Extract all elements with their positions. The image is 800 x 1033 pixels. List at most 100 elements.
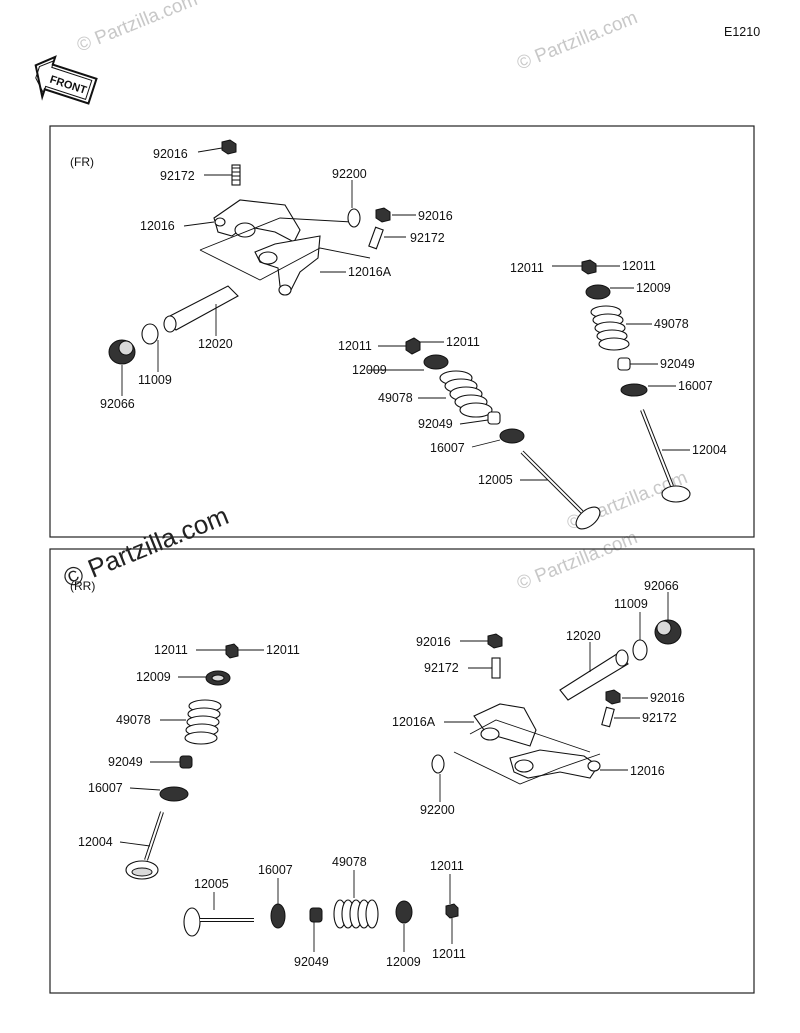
shaft-12020 <box>163 285 239 333</box>
part-label: 49078 <box>378 391 413 405</box>
part-label: 12011 <box>432 947 466 961</box>
section-fr-frame <box>49 125 755 538</box>
part-label: 12016 <box>630 764 665 778</box>
retainer-12009 <box>395 900 413 924</box>
part-label: 12016 <box>140 219 175 233</box>
part-label: 92049 <box>108 755 143 769</box>
part-label: 92016 <box>650 691 685 705</box>
nut-92016 <box>375 207 391 223</box>
retainer-12009 <box>423 354 449 370</box>
plug-92066 <box>108 339 136 365</box>
spring-49078 <box>439 370 493 418</box>
seat-16007 <box>270 903 286 929</box>
cotter-12011 <box>445 903 459 919</box>
part-label: 12011 <box>622 259 656 273</box>
part-label: 11009 <box>138 373 172 387</box>
part-label: 12020 <box>566 629 601 643</box>
part-label: 12016A <box>392 715 436 729</box>
part-label: 12009 <box>136 670 171 684</box>
front-arrow-icon: FRONT <box>34 55 98 105</box>
seat-16007 <box>159 786 189 802</box>
part-label: 92049 <box>418 417 453 431</box>
leader-lines-fr <box>121 147 690 481</box>
part-label: 92066 <box>644 579 679 593</box>
cotter-12011 <box>581 259 597 275</box>
part-label: 92172 <box>642 711 677 725</box>
spring-49078 <box>333 899 379 929</box>
spring-49078 <box>184 699 222 745</box>
part-label: 92172 <box>160 169 195 183</box>
part-labels-fr: 92016 92172 92200 92016 92172 12016 1201… <box>100 147 727 487</box>
leader-lines-rr <box>119 592 669 952</box>
part-label: 11009 <box>614 597 648 611</box>
part-label: 92200 <box>332 167 367 181</box>
plug-92066 <box>654 619 682 645</box>
part-label: 92066 <box>100 397 135 411</box>
part-label: 92172 <box>424 661 459 675</box>
watermark: © Partzilla.com <box>514 7 641 74</box>
valve-12004 <box>125 811 164 880</box>
seal-92049 <box>487 411 501 425</box>
nut-92016 <box>487 633 503 649</box>
watermark: © Partzilla.com <box>74 0 201 57</box>
part-label: 49078 <box>654 317 689 331</box>
part-labels-rr: 92066 11009 12020 92016 92172 92016 9217… <box>78 579 685 969</box>
rocker-arm-assembly-rr <box>453 703 601 785</box>
part-label: 12004 <box>78 835 113 849</box>
part-label: 16007 <box>430 441 465 455</box>
retainer-12009 <box>585 284 611 300</box>
diagram-code: E1210 <box>724 25 760 39</box>
part-label: 12009 <box>386 955 421 969</box>
valve-12004 <box>640 409 691 503</box>
section-rr-label: (RR) <box>70 579 95 593</box>
oring-11009 <box>141 323 159 345</box>
valve-12005 <box>183 907 254 937</box>
screw-92172 <box>491 657 501 679</box>
part-label: 12011 <box>430 859 464 873</box>
cotter-12011 <box>225 643 239 659</box>
cotter-12011 <box>405 337 421 355</box>
part-label: 92049 <box>660 357 695 371</box>
part-label: 12011 <box>510 261 544 275</box>
part-label: 92049 <box>294 955 329 969</box>
spring-49078 <box>590 305 630 351</box>
seal-92049 <box>617 357 631 371</box>
part-label: 12011 <box>446 335 480 349</box>
part-label: 12020 <box>198 337 233 351</box>
nut-92016 <box>221 139 237 155</box>
seal-92049 <box>309 907 323 923</box>
rocker-arm-assembly-fr <box>199 199 371 296</box>
part-label: 12009 <box>636 281 671 295</box>
part-label: 12005 <box>194 877 229 891</box>
part-label: 92172 <box>410 231 445 245</box>
shaft-12020 <box>559 649 629 701</box>
part-label: 16007 <box>258 863 293 877</box>
section-rr-frame <box>49 548 755 994</box>
part-label: 12005 <box>478 473 513 487</box>
washer-92200 <box>431 754 445 774</box>
valve-12005 <box>520 450 601 530</box>
seal-92049 <box>179 755 193 769</box>
section-fr-label: (FR) <box>70 155 94 169</box>
screw-92172 <box>368 226 384 250</box>
part-label: 49078 <box>116 713 151 727</box>
part-label: 92016 <box>416 635 451 649</box>
part-label: 12004 <box>692 443 727 457</box>
part-label: 12016A <box>348 265 392 279</box>
part-label: 12011 <box>266 643 300 657</box>
part-label: 49078 <box>332 855 367 869</box>
screw-92172 <box>601 706 615 728</box>
seat-16007 <box>499 428 525 444</box>
seat-16007 <box>620 383 648 397</box>
part-label: 92016 <box>418 209 453 223</box>
washer-92200 <box>347 208 361 228</box>
oring-11009 <box>632 639 648 661</box>
part-label: 92200 <box>420 803 455 817</box>
nut-92016 <box>605 689 621 705</box>
part-label: 12011 <box>338 339 372 353</box>
part-label: 12011 <box>154 643 188 657</box>
part-label: 92016 <box>153 147 188 161</box>
part-label: 12009 <box>352 363 387 377</box>
part-label: 16007 <box>88 781 123 795</box>
